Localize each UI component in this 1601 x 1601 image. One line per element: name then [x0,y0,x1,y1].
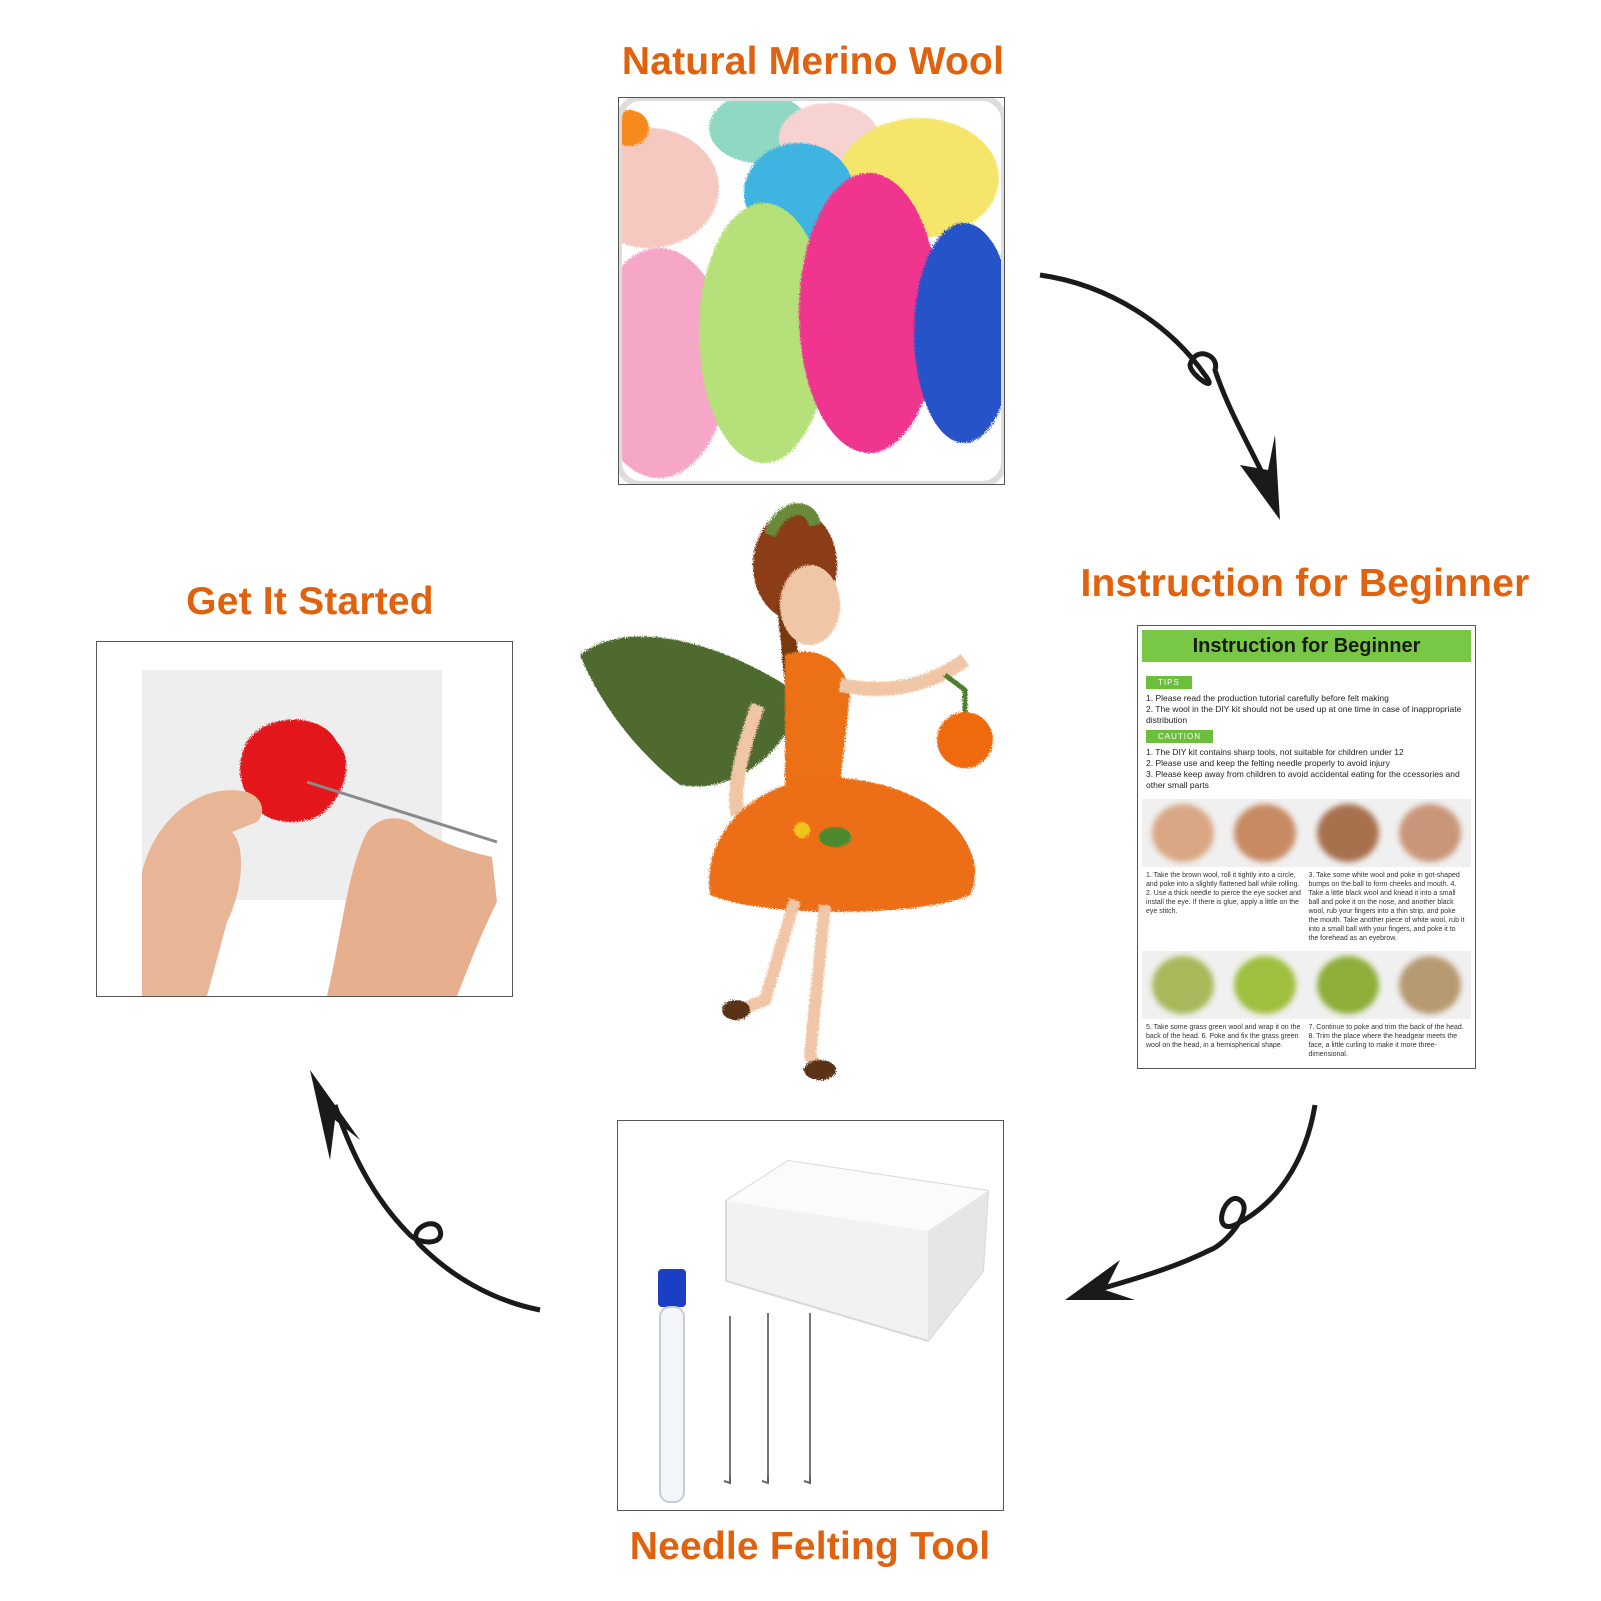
caution-line: 1. The DIY kit contains sharp tools, not… [1146,747,1404,757]
step-thumbnail [1234,956,1297,1014]
arrow-instruction-to-tool [1065,1104,1318,1300]
tips-tag: TIPS [1146,676,1192,689]
caution-line: 3. Please keep away from children to avo… [1146,769,1460,790]
step-thumbnails-row-1 [1142,799,1471,867]
step-thumbnail [1234,804,1297,862]
step-thumbnails-row-2 [1142,951,1471,1019]
step-text: 7. Continue to poke and trim the back of… [1308,1024,1464,1058]
label-get-it-started: Get It Started [186,580,434,623]
step-text: 1. Take the brown wool, roll it tightly … [1146,872,1301,915]
label-natural-merino-wool: Natural Merino Wool [621,40,1005,83]
tip-line: 1. Please read the production tutorial c… [1146,693,1389,703]
step-thumbnail [1152,804,1215,862]
felted-fairy-doll [580,503,993,1080]
step-thumbnail [1398,956,1461,1014]
label-instruction-for-beginner: Instruction for Beginner [1080,562,1530,605]
sheet-title: Instruction for Beginner [1142,630,1471,662]
label-needle-felting-tool: Needle Felting Tool [629,1525,991,1568]
step-text: 3. Take some white wool and poke in got-… [1308,872,1465,942]
step-thumbnail [1316,804,1379,862]
caution-line: 2. Please use and keep the felting needl… [1146,758,1390,768]
arrow-wool-to-instruction [1039,272,1280,520]
get-it-started-photo [96,641,513,997]
arrow-tool-to-start [310,1070,541,1313]
tip-line: 2. The wool in the DIY kit should not be… [1146,704,1462,725]
step-thumbnail [1316,956,1379,1014]
needle-felting-tool-photo [617,1120,1004,1511]
hands-felting-illustration [97,642,512,996]
step-thumbnail [1398,804,1461,862]
merino-wool-photo [618,97,1005,485]
wool-bundles-illustration [619,98,1004,484]
step-text: 5. Take some grass green wool and wrap i… [1146,1024,1301,1049]
foam-and-needles-illustration [618,1121,1003,1510]
caution-tag: CAUTION [1146,730,1213,743]
step-thumbnail [1152,956,1215,1014]
instruction-sheet: Instruction for Beginner TIPS 1. Please … [1137,625,1476,1069]
